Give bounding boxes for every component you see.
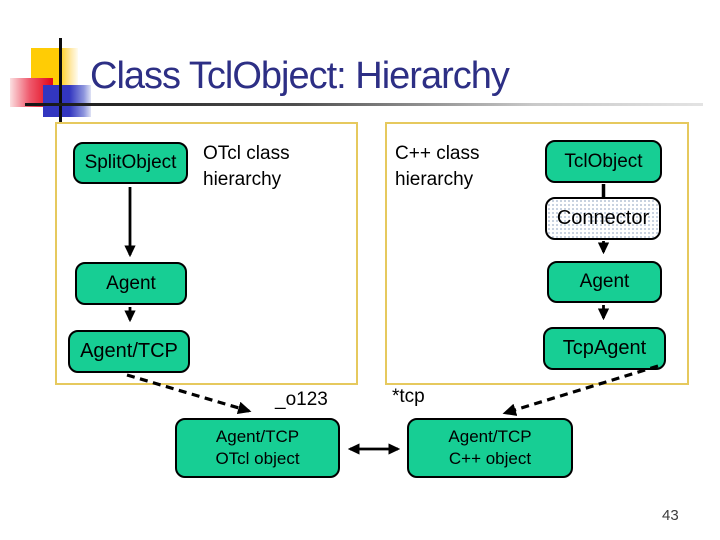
otcl-hierarchy-caption: OTcl class hierarchy (203, 143, 290, 190)
node-splitobject: SplitObject (73, 142, 188, 184)
box-agent-tcp-otcl-object: Agent/TCP OTcl object (175, 418, 340, 478)
cpp-hierarchy-caption: C++ class hierarchy (395, 143, 480, 190)
node-tcpagent: TcpAgent (543, 327, 666, 370)
logo-blue-square (43, 85, 91, 117)
node-agent-otcl: Agent (75, 262, 187, 305)
logo-crosshair-line (59, 38, 62, 122)
instance-label-tcp: *tcp (392, 386, 425, 407)
title-underline (25, 103, 703, 106)
page-number: 43 (662, 507, 679, 524)
node-agent-cpp: Agent (547, 261, 662, 303)
node-tclobject: TclObject (545, 140, 662, 183)
node-agent-tcp-otcl: Agent/TCP (68, 330, 190, 373)
slide-title: Class TclObject: Hierarchy (90, 55, 510, 97)
node-connector: Connector (545, 197, 661, 240)
instance-label-o123: _o123 (275, 389, 328, 410)
box-agent-tcp-cpp-object: Agent/TCP C++ object (407, 418, 573, 478)
